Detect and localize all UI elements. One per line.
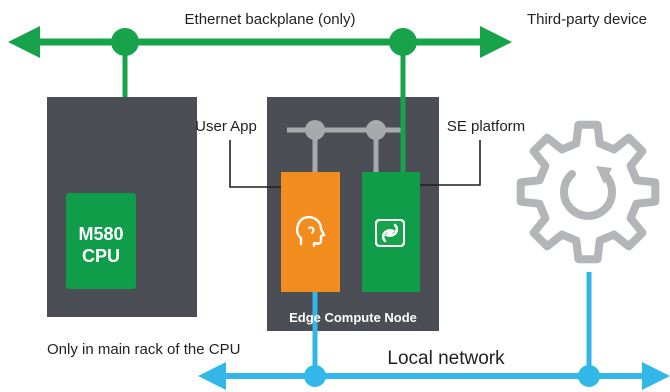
local-network-node-device xyxy=(578,365,600,387)
cpu-module-label-1: M580 xyxy=(78,224,123,244)
user-app-module xyxy=(281,172,340,292)
backplane-node-edge xyxy=(389,28,417,56)
cpu-module xyxy=(66,193,136,289)
internal-connector xyxy=(287,120,402,172)
ethernet-backplane xyxy=(8,26,512,58)
local-network-bus xyxy=(198,362,670,390)
cpu-module-label-2: CPU xyxy=(82,246,120,266)
backplane-node-cpu xyxy=(111,28,139,56)
ethernet-backplane-label: Ethernet backplane (only) xyxy=(185,11,356,28)
schneider-logo-icon xyxy=(375,219,405,247)
local-network-node-edge xyxy=(304,365,326,387)
third-party-device-label: Third-party device xyxy=(527,11,647,28)
se-platform-label: SE platform xyxy=(447,118,525,135)
main-rack-note: Only in main rack of the CPU xyxy=(47,341,240,358)
user-app-label: User App xyxy=(195,118,257,135)
user-app-callout xyxy=(229,140,281,188)
local-network-label: Local network xyxy=(387,348,505,369)
edge-compute-node-label: Edge Compute Node xyxy=(289,310,417,325)
head-profile-icon xyxy=(296,215,326,248)
se-platform-callout xyxy=(420,140,481,186)
gear-icon xyxy=(516,120,660,264)
